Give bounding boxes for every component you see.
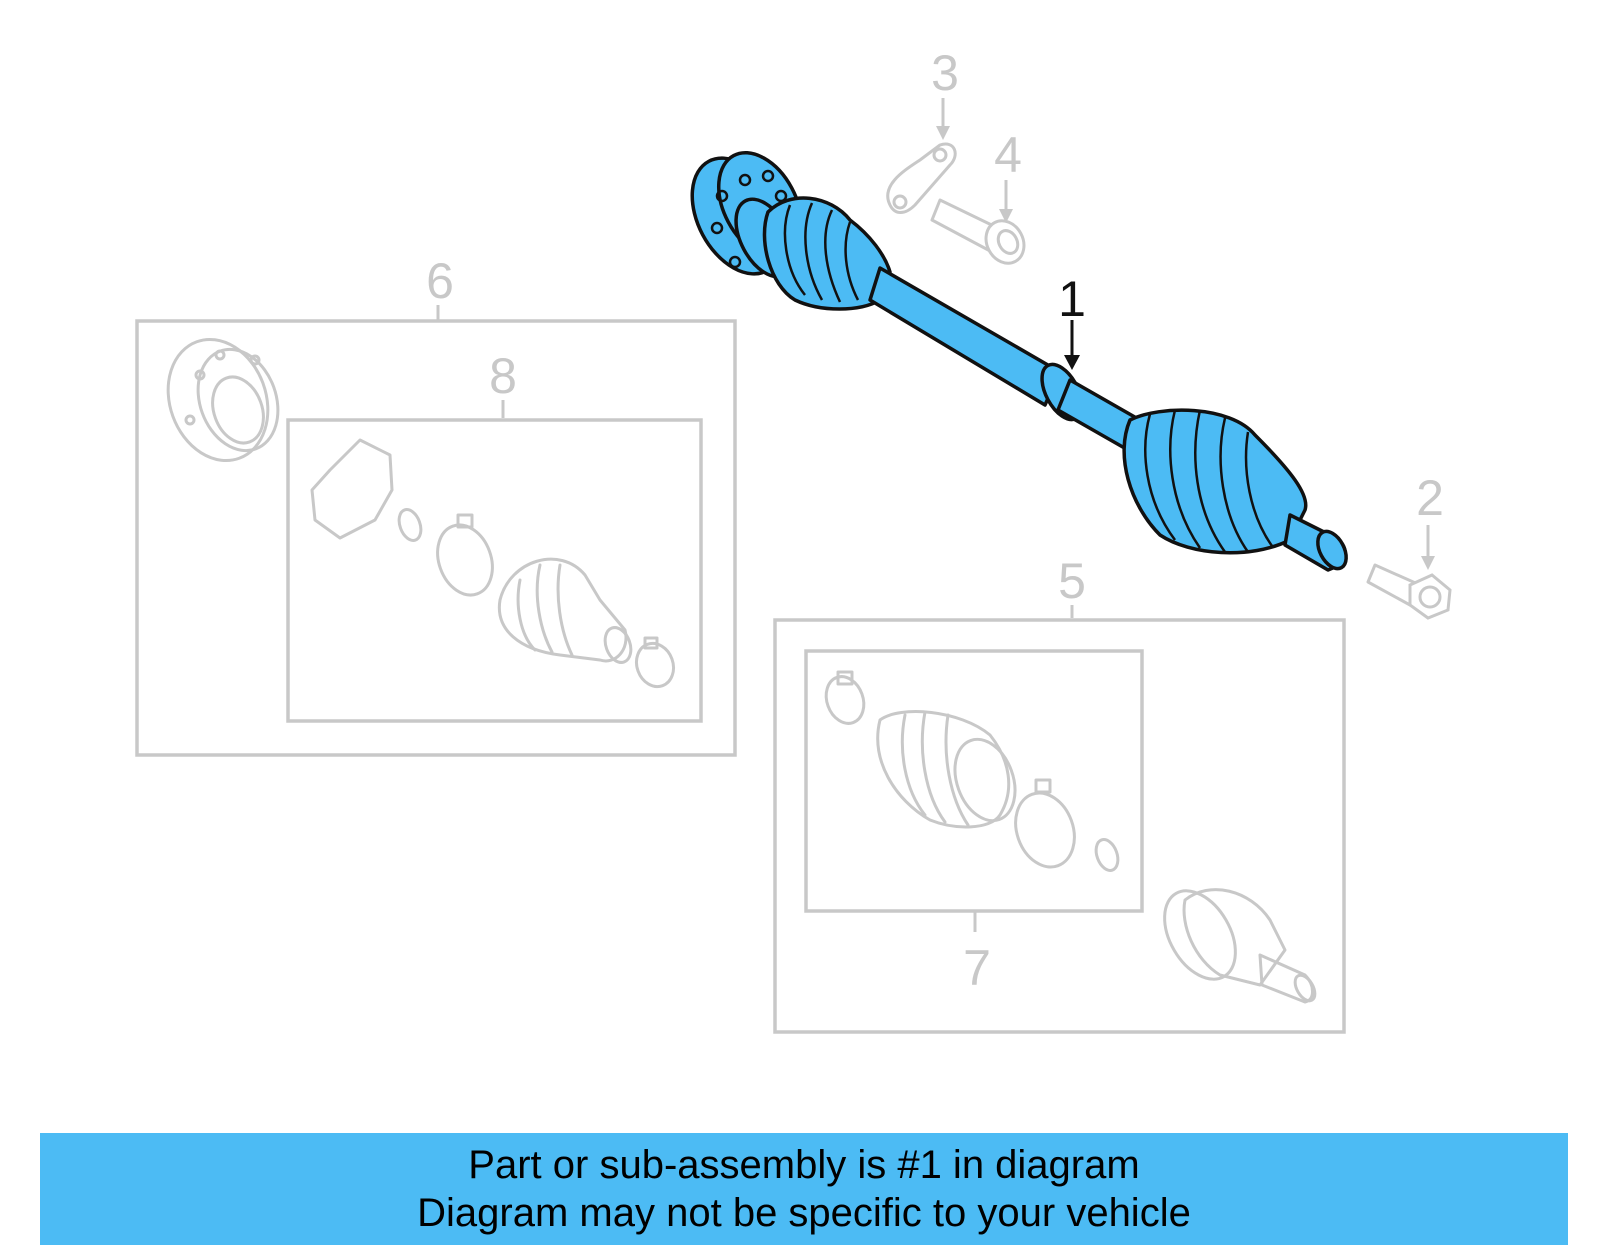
kit-box-7 — [804, 649, 1144, 913]
lock-plate-part-3[interactable] — [886, 142, 957, 214]
banner-line-2: Diagram may not be specific to your vehi… — [417, 1191, 1191, 1235]
kit-box-6 — [135, 319, 737, 757]
callout-6: 6 — [426, 253, 454, 309]
callout-7: 7 — [963, 940, 991, 996]
inner-joint-part-6[interactable] — [152, 325, 292, 474]
kit-box-5 — [773, 618, 1346, 1034]
callout-2: 2 — [1416, 470, 1444, 526]
callout-4: 4 — [994, 127, 1022, 183]
callout-8: 8 — [489, 348, 517, 404]
bolt-part-2[interactable] — [1366, 563, 1452, 620]
bolt-part-4[interactable] — [930, 198, 1031, 270]
banner-line-1: Part or sub-assembly is #1 in diagram — [468, 1143, 1140, 1187]
boot-kit-part-8[interactable] — [310, 438, 679, 692]
info-banner: Part or sub-assembly is #1 in diagram Di… — [40, 1133, 1568, 1245]
boot-kit-part-7[interactable] — [820, 670, 1122, 875]
leader-lines — [436, 98, 1435, 932]
drive-axle-part-1[interactable] — [674, 139, 1352, 574]
outer-joint-part-5[interactable] — [1150, 878, 1319, 1004]
callout-3: 3 — [931, 45, 959, 101]
callout-1: 1 — [1058, 271, 1086, 327]
kit-box-8 — [286, 418, 703, 723]
callout-5: 5 — [1058, 553, 1086, 609]
